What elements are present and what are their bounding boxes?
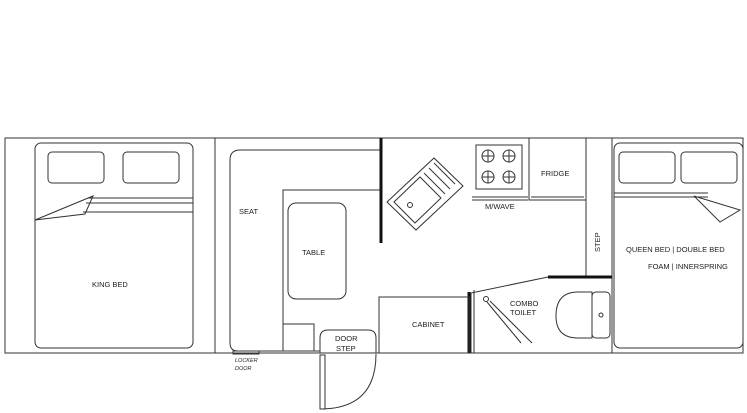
seat-box — [282, 323, 315, 352]
toilet-cistern — [591, 291, 611, 339]
pillow-left — [618, 151, 676, 184]
fridge-label: FRIDGE — [541, 169, 569, 178]
step: STEP — [585, 138, 602, 277]
door-step-label-2: STEP — [336, 344, 356, 353]
microwave-label: M/WAVE — [485, 202, 515, 211]
cooktop — [475, 144, 523, 190]
cabinet: CABINET — [378, 296, 470, 354]
queen-bed-type-label: FOAM | INNERSPRING — [648, 262, 728, 271]
bathroom-wall — [470, 276, 549, 353]
combo-toilet-label-1: COMBO — [510, 299, 539, 308]
pillow-left — [47, 151, 105, 184]
burner-icon — [481, 149, 516, 184]
locker-door: LOCKER DOOR — [232, 350, 260, 372]
king-bed-label: KING BED — [92, 280, 128, 289]
combo-toilet: COMBO TOILET — [483, 291, 611, 344]
pillow-right — [122, 151, 180, 184]
door-step: DOOR STEP — [319, 329, 377, 353]
door-step-label-1: DOOR — [335, 334, 358, 343]
queen-bed-label: QUEEN BED | DOUBLE BED — [626, 245, 725, 254]
locker-door-label-2: DOOR — [235, 366, 252, 372]
pillow-right — [680, 151, 738, 184]
cabinet-label: CABINET — [412, 320, 445, 329]
combo-toilet-label-2: TOILET — [510, 308, 537, 317]
table-label: TABLE — [302, 248, 325, 257]
locker-door-label-1: LOCKER — [235, 358, 258, 364]
microwave: M/WAVE — [472, 196, 528, 211]
king-bed: KING BED — [34, 138, 216, 353]
fridge: FRIDGE — [528, 137, 587, 201]
step-label: STEP — [593, 232, 602, 252]
entry-door — [319, 353, 377, 410]
sink — [386, 157, 464, 231]
seat-label: SEAT — [239, 207, 258, 216]
queen-bed: QUEEN BED | DOUBLE BED FOAM | INNERSPRIN… — [611, 138, 744, 353]
table: TABLE — [287, 202, 347, 300]
